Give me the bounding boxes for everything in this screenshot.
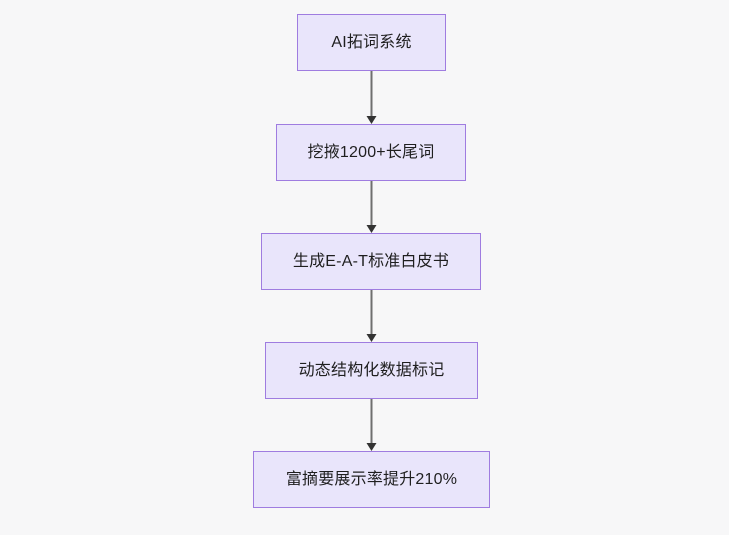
flow-node-rich-snippet-impression-lift[interactable]: 富摘要展示率提升210% [253, 451, 490, 508]
arrowhead-icon [366, 334, 377, 342]
flow-node-label: 挖掖1200+长尾词 [307, 143, 435, 161]
edge-node4-to-node5 [366, 399, 377, 451]
flow-node-dynamic-structured-data-markup[interactable]: 动态结构化数据标记 [265, 342, 478, 399]
flow-node-label: AI拓词系统 [331, 33, 412, 51]
arrowhead-icon [366, 225, 377, 233]
edge-node1-to-node2 [366, 71, 377, 124]
arrowhead-icon [366, 116, 377, 124]
flow-node-label: 富摘要展示率提升210% [285, 470, 458, 488]
flow-node-generate-eat-whitepaper[interactable]: 生成E-A-T标准白皮书 [261, 233, 481, 290]
edge-node2-to-node3 [366, 181, 377, 233]
flow-node-label: 动态结构化数据标记 [298, 361, 445, 379]
arrowhead-icon [366, 443, 377, 451]
flow-node-ai-keyword-system[interactable]: AI拓词系统 [297, 14, 446, 71]
edge-node3-to-node4 [366, 290, 377, 342]
flow-node-mine-longtail-keywords[interactable]: 挖掖1200+长尾词 [276, 124, 466, 181]
flow-node-label: 生成E-A-T标准白皮书 [292, 252, 450, 270]
